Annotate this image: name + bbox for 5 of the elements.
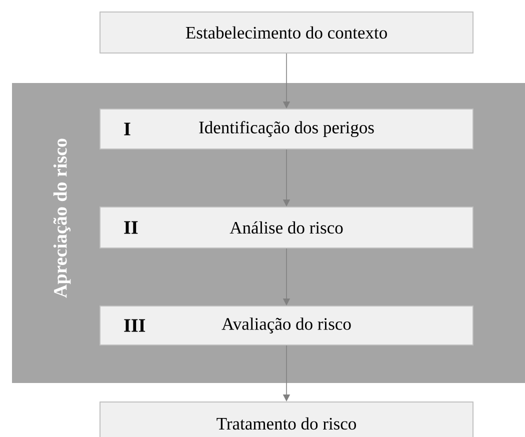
- process-box: III Avaliação do risco: [100, 306, 474, 346]
- process-box: I Identificação dos perigos: [100, 108, 474, 150]
- process-box: II Análise do risco: [100, 206, 474, 248]
- process-box: Tratamento do risco: [100, 402, 474, 437]
- process-box: Estabelecimento do contexto: [100, 12, 474, 54]
